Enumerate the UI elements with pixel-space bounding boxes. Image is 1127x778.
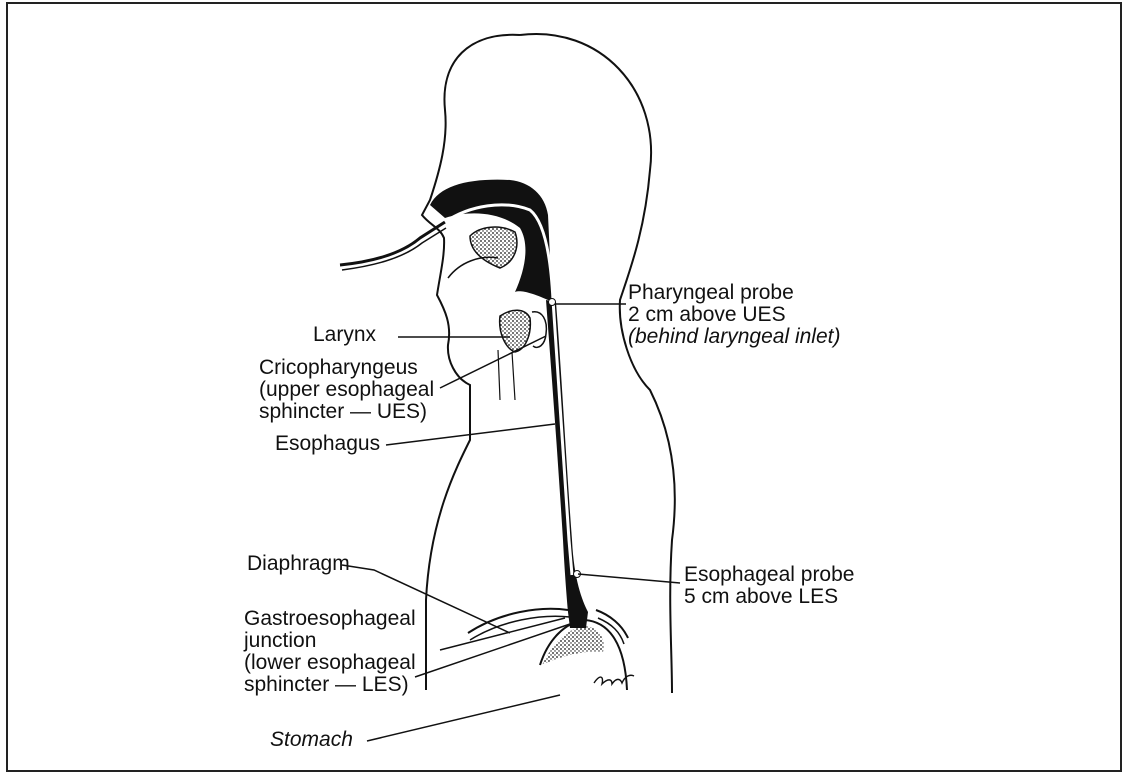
pharyngeal-sensor — [549, 299, 556, 306]
esophageal-probe-line-2: 5 cm above LES — [684, 586, 854, 608]
esophageal-probe-line-1: Esophageal probe — [684, 564, 854, 586]
esophageal-probe-label: Esophageal probe 5 cm above LES — [684, 564, 854, 608]
larynx-label: Larynx — [313, 324, 376, 346]
esophagus-label: Esophagus — [275, 433, 380, 455]
cricopharyngeus-label: Cricopharyngeus (upper esophageal sphinc… — [259, 357, 434, 423]
ge-junction-line-3: (lower esophageal — [244, 652, 416, 674]
head-outline — [422, 35, 520, 690]
ge-junction-line-1: Gastroesophageal — [244, 608, 416, 630]
pharyngeal-probe-label: Pharyngeal probe 2 cm above UES (behind … — [628, 282, 840, 348]
back-outline — [520, 34, 675, 693]
stomach-leader — [367, 695, 560, 741]
cricopharyngeus-leader — [440, 336, 546, 388]
ge-junction-label: Gastroesophageal junction (lower esophag… — [244, 608, 416, 696]
ge-junction-line-4: sphincter — LES) — [244, 674, 416, 696]
pharyngeal-probe-line-2: 2 cm above UES — [628, 304, 840, 326]
cricopharyngeus-line-1: Cricopharyngeus — [259, 357, 434, 379]
stomach-label: Stomach — [270, 729, 353, 751]
pharyngeal-probe-line-1: Pharyngeal probe — [628, 282, 840, 304]
diaphragm-label: Diaphragm — [247, 553, 350, 575]
ge-junction-leader — [440, 618, 565, 650]
pharyngeal-probe-line-3: (behind laryngeal inlet) — [628, 326, 840, 348]
cricopharyngeus-line-3: sphincter — UES) — [259, 401, 434, 423]
esophagus — [546, 300, 588, 612]
esophageal-probe-leader — [578, 574, 680, 583]
ge-junction-line-2: junction — [244, 630, 416, 652]
cricopharyngeus-line-2: (upper esophageal — [259, 379, 434, 401]
artist-signature — [594, 675, 634, 684]
tongue — [470, 227, 517, 268]
